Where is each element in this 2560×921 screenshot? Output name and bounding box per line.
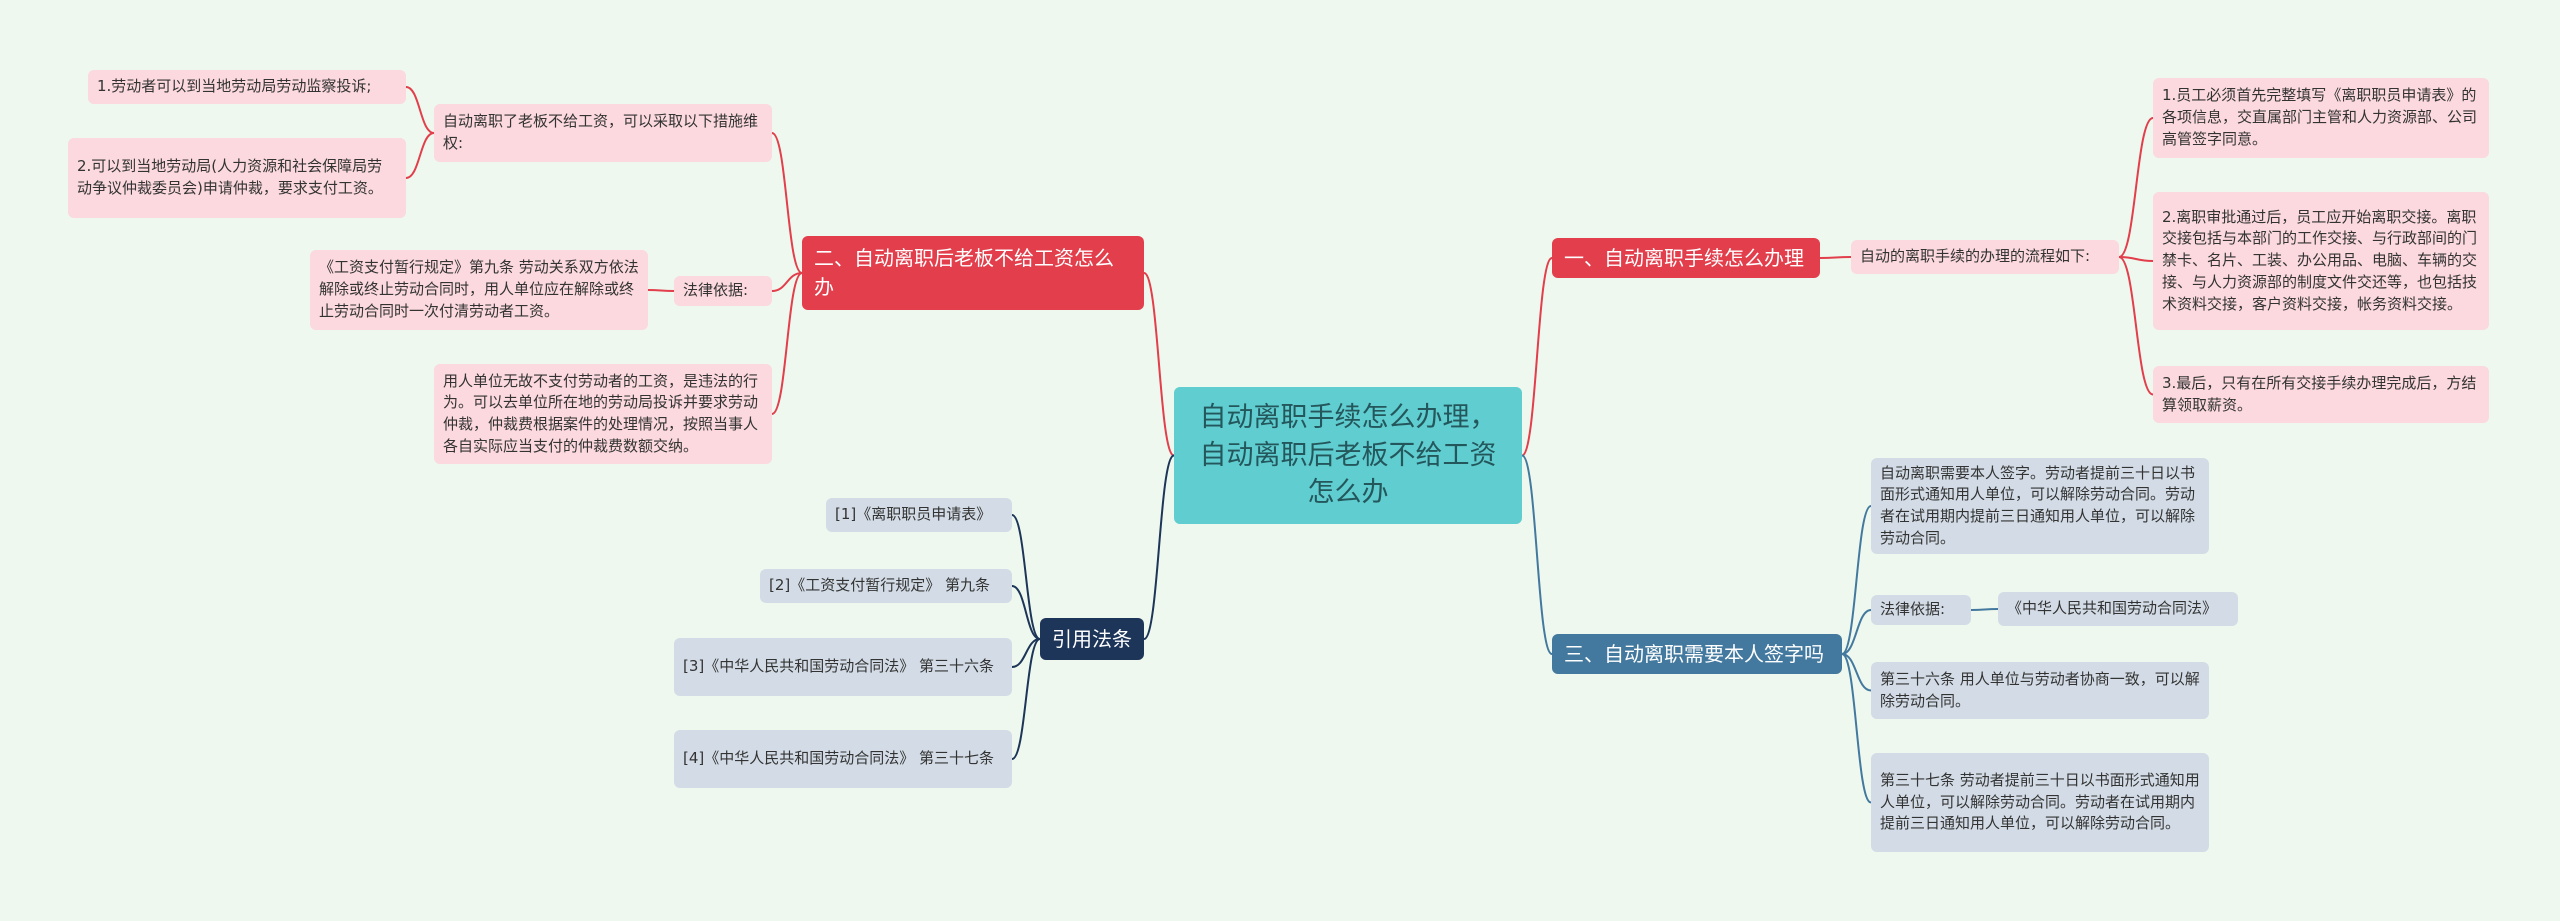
wage-basis-label-text: 法律依据: bbox=[683, 281, 749, 300]
wage-regulation-art9-text: 《工资支付暂行规定》第九条 劳动关系双方依法解除或终止劳动合同时，用人单位应在解… bbox=[319, 258, 639, 320]
labor-contract-law-ref-text: 《中华人民共和国劳动合同法》 bbox=[2007, 599, 2218, 618]
wage-basis-label[interactable]: 法律依据: bbox=[674, 276, 772, 306]
cited-law-1[interactable]: [1]《离职职员申请表》 bbox=[826, 498, 1012, 532]
resign-process-intro-text: 自动的离职手续的办理的流程如下: bbox=[1860, 247, 2091, 266]
resign-process-intro[interactable]: 自动的离职手续的办理的流程如下: bbox=[1851, 240, 2119, 274]
root-topic-label: 自动离职手续怎么办理，自动离职后老板不给工资怎么办 bbox=[1199, 401, 1497, 509]
root-topic[interactable]: 自动离职手续怎么办理，自动离职后老板不给工资怎么办 bbox=[1174, 387, 1522, 524]
resign-step-3-text: 3.最后，只有在所有交接手续办理完成后，方结算领取薪资。 bbox=[2162, 373, 2477, 414]
cited-law-1-text: [1]《离职职员申请表》 bbox=[835, 505, 992, 524]
article-37-text: 第三十七条 劳动者提前三十日以书面形式通知用人单位，可以解除劳动合同。劳动者在试… bbox=[1880, 770, 2200, 833]
signature-answer[interactable]: 自动离职需要本人签字。劳动者提前三十日以书面形式通知用人单位，可以解除劳动合同。… bbox=[1871, 458, 2209, 554]
signature-basis-label-text: 法律依据: bbox=[1880, 600, 1946, 619]
link-b2-basis bbox=[771, 272, 803, 292]
link-intro-s1 bbox=[2118, 117, 2154, 258]
signature-answer-text: 自动离职需要本人签字。劳动者提前三十日以书面形式通知用人单位，可以解除劳动合同。… bbox=[1880, 463, 2196, 547]
link-b3-answer bbox=[1841, 505, 1872, 655]
link-b1-intro bbox=[1819, 256, 1852, 259]
link-b4-2 bbox=[1011, 585, 1041, 640]
link-root-b1 bbox=[1521, 257, 1553, 457]
measure-1[interactable]: 1.劳动者可以到当地劳动局劳动监察投诉; bbox=[88, 70, 406, 104]
link-intro-s3 bbox=[2118, 256, 2154, 396]
link-b4-4 bbox=[1011, 638, 1041, 760]
measure-2[interactable]: 2.可以到当地劳动局(人力资源和社会保障局劳动争议仲裁委员会)申请仲裁，要求支付… bbox=[68, 138, 406, 218]
article-36[interactable]: 第三十六条 用人单位与劳动者协商一致，可以解除劳动合同。 bbox=[1871, 662, 2209, 719]
article-37[interactable]: 第三十七条 劳动者提前三十日以书面形式通知用人单位，可以解除劳动合同。劳动者在试… bbox=[1871, 753, 2209, 852]
wage-measures[interactable]: 自动离职了老板不给工资，可以采取以下措施维权: bbox=[434, 104, 772, 162]
branch-signature-required[interactable]: 三、自动离职需要本人签字吗 bbox=[1552, 634, 1842, 674]
link-basis-law bbox=[1970, 608, 1999, 611]
link-b4-1 bbox=[1011, 514, 1041, 640]
link-measures-1 bbox=[405, 86, 435, 134]
link-root-b3 bbox=[1521, 454, 1553, 655]
cited-law-3-text: [3]《中华人民共和国劳动合同法》 第三十六条 bbox=[683, 657, 995, 676]
resign-step-2-text: 2.离职审批通过后，员工应开始离职交接。离职交接包括与本部门的工作交接、与行政部… bbox=[2162, 207, 2478, 313]
illegal-nonpayment-note[interactable]: 用人单位无故不支付劳动者的工资，是违法的行为。可以去单位所在地的劳动局投诉并要求… bbox=[434, 364, 772, 464]
resign-step-3[interactable]: 3.最后，只有在所有交接手续办理完成后，方结算领取薪资。 bbox=[2153, 366, 2489, 423]
signature-basis-label[interactable]: 法律依据: bbox=[1871, 595, 1971, 625]
cited-law-4-text: [4]《中华人民共和国劳动合同法》 第三十七条 bbox=[683, 749, 995, 768]
link-basis-art9 bbox=[647, 289, 675, 292]
link-b2-note bbox=[771, 272, 803, 415]
labor-contract-law-ref[interactable]: 《中华人民共和国劳动合同法》 bbox=[1998, 592, 2238, 626]
link-b3-a37 bbox=[1841, 653, 1872, 804]
branch-signature-required-label: 三、自动离职需要本人签字吗 bbox=[1564, 641, 1824, 666]
wage-measures-text: 自动离职了老板不给工资，可以采取以下措施维权: bbox=[443, 112, 759, 152]
illegal-nonpayment-note-text: 用人单位无故不支付劳动者的工资，是违法的行为。可以去单位所在地的劳动局投诉并要求… bbox=[443, 371, 759, 455]
branch-how-to-resign[interactable]: 一、自动离职手续怎么办理 bbox=[1552, 238, 1820, 278]
cited-law-4[interactable]: [4]《中华人民共和国劳动合同法》 第三十七条 bbox=[674, 730, 1012, 788]
resign-step-2[interactable]: 2.离职审批通过后，员工应开始离职交接。离职交接包括与本部门的工作交接、与行政部… bbox=[2153, 192, 2489, 330]
link-b3-basis bbox=[1841, 609, 1872, 655]
article-36-text: 第三十六条 用人单位与劳动者协商一致，可以解除劳动合同。 bbox=[1880, 669, 2200, 710]
cited-law-2[interactable]: [2]《工资支付暂行规定》 第九条 bbox=[760, 569, 1012, 603]
measure-2-text: 2.可以到当地劳动局(人力资源和社会保障局劳动争议仲裁委员会)申请仲裁，要求支付… bbox=[77, 157, 383, 197]
branch-unpaid-wages-label: 二、自动离职后老板不给工资怎么办 bbox=[814, 246, 1114, 299]
resign-step-1[interactable]: 1.员工必须首先完整填写《离职职员申请表》的各项信息，交直属部门主管和人力资源部… bbox=[2153, 78, 2489, 158]
cited-law-3[interactable]: [3]《中华人民共和国劳动合同法》 第三十六条 bbox=[674, 638, 1012, 696]
cited-law-2-text: [2]《工资支付暂行规定》 第九条 bbox=[769, 576, 991, 595]
branch-cited-laws-label: 引用法条 bbox=[1052, 626, 1132, 651]
link-intro-s2 bbox=[2118, 256, 2154, 262]
branch-cited-laws[interactable]: 引用法条 bbox=[1040, 618, 1144, 660]
link-b2-measures bbox=[771, 132, 803, 274]
wage-regulation-art9[interactable]: 《工资支付暂行规定》第九条 劳动关系双方依法解除或终止劳动合同时，用人单位应在解… bbox=[310, 250, 648, 330]
resign-step-1-text: 1.员工必须首先完整填写《离职职员申请表》的各项信息，交直属部门主管和人力资源部… bbox=[2162, 86, 2478, 148]
branch-unpaid-wages[interactable]: 二、自动离职后老板不给工资怎么办 bbox=[802, 236, 1144, 310]
link-measures-2 bbox=[405, 132, 435, 179]
branch-how-to-resign-label: 一、自动离职手续怎么办理 bbox=[1564, 245, 1804, 270]
link-root-b2 bbox=[1143, 272, 1175, 457]
link-root-b4 bbox=[1143, 454, 1175, 640]
measure-1-text: 1.劳动者可以到当地劳动局劳动监察投诉; bbox=[97, 77, 372, 96]
link-b3-a36 bbox=[1841, 653, 1872, 692]
